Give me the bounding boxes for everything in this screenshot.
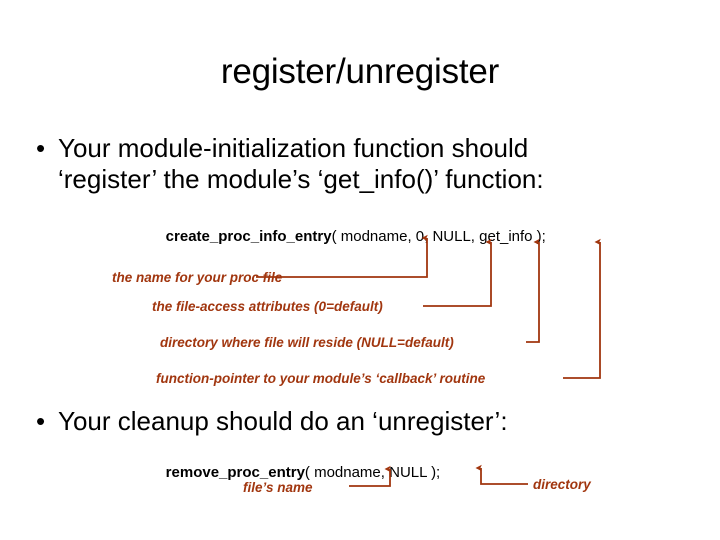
code-function-name-create-proc-info-entry: create_proc_info_entry (165, 228, 332, 245)
bullet-marker-icon: • (36, 133, 46, 163)
code-arguments-create-proc-info-entry: ( modname, 0, NULL, get_info ); (331, 228, 546, 245)
annotation-proc-file-name: the name for your proc file (112, 270, 283, 285)
annotation-directory: directory (533, 477, 591, 492)
bullet-item-unregister: • Your cleanup should do an ‘unregister’… (36, 406, 686, 437)
annotation-directory-location: directory where file will reside (NULL=d… (160, 335, 454, 350)
bullet-text-unregister: Your cleanup should do an ‘unregister’: (58, 406, 508, 436)
annotation-file-access-attributes: the file-access attributes (0=default) (152, 299, 383, 314)
connector-arrow-callback-function-pointer (563, 238, 601, 379)
code-function-name-remove-proc-entry: remove_proc_entry (165, 464, 305, 481)
bullet-text-register: Your module-initialization function shou… (58, 133, 544, 194)
code-line-create-proc-info-entry: create_proc_info_entry( modname, 0, NULL… (149, 208, 546, 265)
annotation-callback-function-pointer: function-pointer to your module’s ‘callb… (156, 371, 486, 386)
bullet-marker-icon: • (36, 406, 46, 436)
connector-arrow-directory (475, 464, 528, 485)
code-arguments-remove-proc-entry: ( modname, NULL ); (304, 464, 441, 481)
bullet-item-register: • Your module-initialization function sh… (36, 133, 686, 195)
annotation-files-name: file’s name (243, 480, 313, 495)
page-title: register/unregister (220, 52, 500, 91)
